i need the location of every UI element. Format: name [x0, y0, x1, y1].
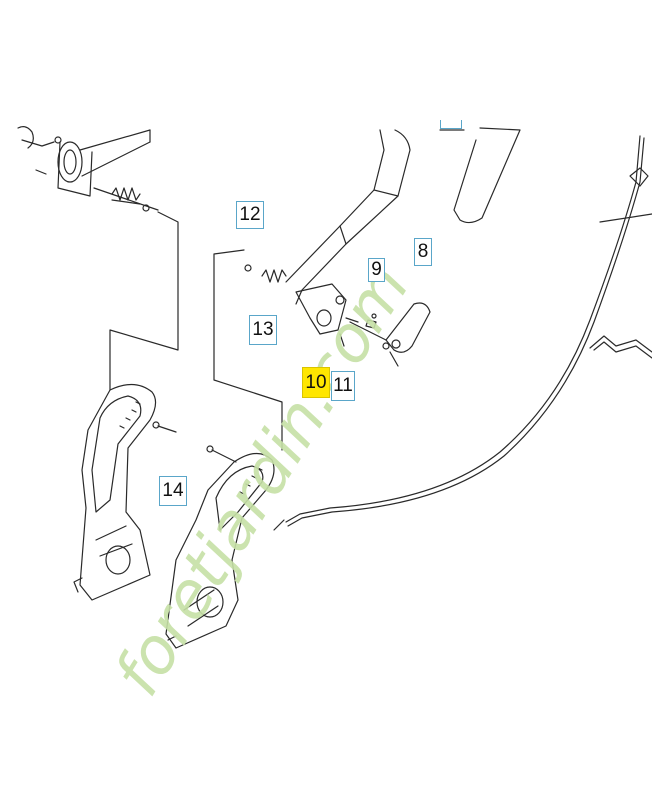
leader-line-left — [109, 211, 179, 391]
cable — [273, 135, 649, 531]
callout-11: 11 — [331, 371, 355, 401]
callout-10: 10 — [302, 367, 330, 398]
spring-13 — [244, 264, 287, 283]
callout-8: 8 — [414, 238, 432, 266]
bolt-14 — [152, 421, 177, 433]
lever-8 — [349, 302, 431, 367]
callout-12: 12 — [236, 201, 264, 229]
pin-9 — [365, 313, 377, 329]
bolt-right-bracket — [206, 445, 237, 463]
callout-13: 13 — [249, 315, 277, 345]
left-side-bracket — [73, 383, 157, 601]
right-strap-line — [599, 213, 652, 223]
spring-upper-left — [111, 187, 150, 212]
callout-9: 9 — [368, 258, 385, 282]
callout-14: 14 — [159, 476, 187, 506]
partial-callout-top — [440, 120, 462, 129]
lower-right-rod — [589, 335, 652, 359]
leader-line-middle — [213, 249, 283, 451]
right-side-bracket — [165, 452, 275, 649]
upper-left-handle-part — [17, 126, 159, 211]
right-handle-part — [439, 127, 521, 224]
main-handle-bar — [285, 129, 411, 305]
screw-11 — [339, 333, 345, 347]
lever-bracket-10 — [295, 283, 359, 335]
